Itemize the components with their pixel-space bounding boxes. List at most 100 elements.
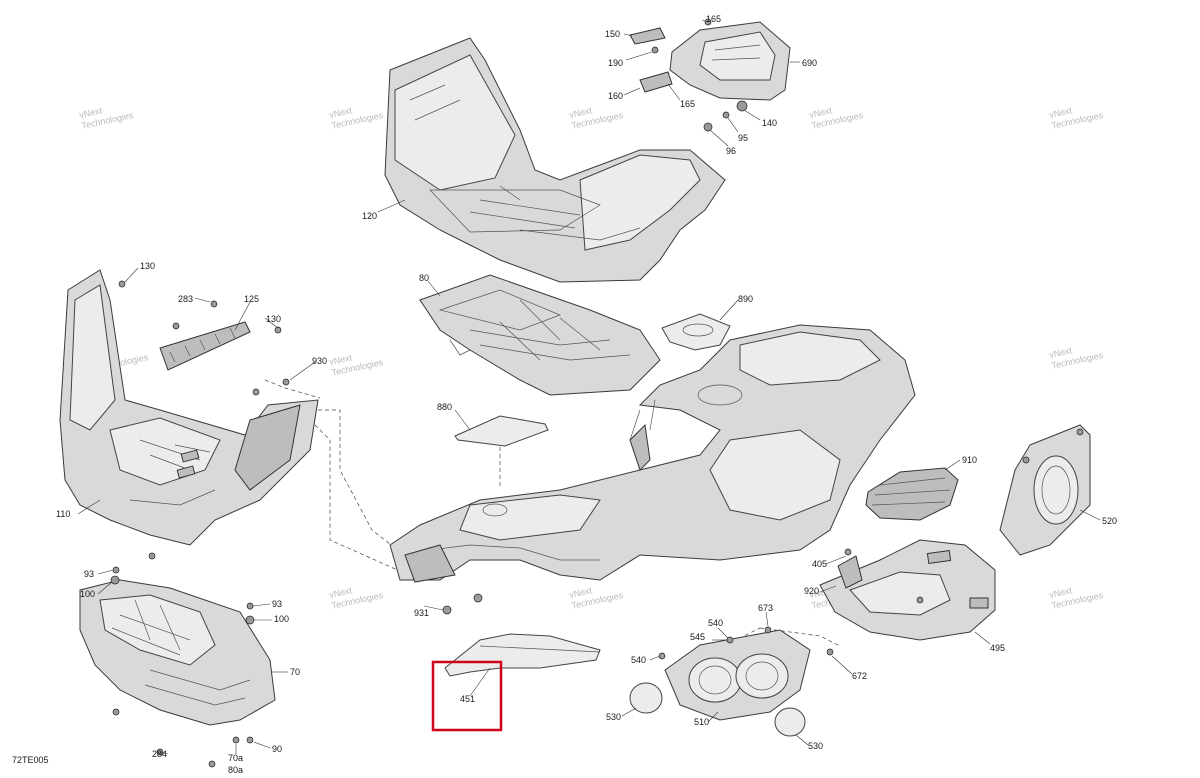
- callout-150: 150: [605, 29, 620, 39]
- callout-165: 165: [680, 99, 695, 109]
- part-70-floorboard: [79, 552, 276, 768]
- callout-690: 690: [802, 58, 817, 68]
- callout-165: 165: [706, 14, 721, 24]
- callout-545: 545: [690, 632, 705, 642]
- part-fender-main-body: [389, 324, 916, 583]
- screw-540: [658, 652, 666, 660]
- part-110-front-body: [59, 269, 319, 546]
- callout-80a: 80a: [228, 765, 243, 775]
- screw-90: [246, 736, 254, 744]
- callout-96: 96: [726, 146, 736, 156]
- screw-283: [210, 300, 218, 308]
- callout-931: 931: [414, 608, 429, 618]
- callout-540: 540: [708, 618, 723, 628]
- callout-451: 451: [460, 694, 475, 704]
- callout-labels: 165 150 690 190 160 165 140 95 96 120 80…: [56, 14, 1117, 775]
- part-530-lens-left: [629, 682, 663, 714]
- screw-284: [208, 760, 216, 768]
- part-120-rear-body: [384, 37, 726, 283]
- watermark-text: vNext: [328, 585, 353, 600]
- screw-190: [651, 46, 659, 54]
- screw-673: [764, 626, 772, 634]
- callout-930: 930: [312, 356, 327, 366]
- callout-890: 890: [738, 294, 753, 304]
- watermark-text: vNext: [568, 105, 593, 120]
- watermark-text: vNext: [328, 105, 353, 120]
- clip-930: [252, 388, 260, 396]
- part-80-support-frame: [419, 274, 661, 396]
- part-520-side-panel: [999, 424, 1091, 556]
- part-125-tread-strip: [159, 321, 251, 371]
- callout-190: 190: [608, 58, 623, 68]
- watermark-text: vNext: [808, 105, 833, 120]
- washer-140: [736, 100, 748, 112]
- callout-530: 530: [808, 741, 823, 751]
- fastener-520: [1022, 456, 1030, 464]
- fastener-931: [473, 593, 483, 603]
- part-451-trim-piece: [442, 593, 601, 677]
- watermark-text: vNext: [78, 105, 103, 120]
- callout-530: 530: [606, 712, 621, 722]
- part-530-lens-right: [774, 707, 806, 737]
- callout-405: 405: [812, 559, 827, 569]
- fastener-520: [1076, 428, 1084, 436]
- screw-70a: [232, 736, 240, 744]
- part-510-headlight-frame: [658, 626, 834, 721]
- bushing-95: [722, 111, 730, 119]
- callout-90: 90: [272, 744, 282, 754]
- callout-140: 140: [762, 118, 777, 128]
- callout-880: 880: [437, 402, 452, 412]
- callout-80: 80: [419, 273, 429, 283]
- highlight-box-451: [431, 660, 503, 732]
- watermark-text: vNext: [1048, 585, 1073, 600]
- callout-160: 160: [608, 91, 623, 101]
- fastener-495: [916, 596, 924, 604]
- watermark-text: vNext: [1048, 345, 1073, 360]
- callout-130: 130: [140, 261, 155, 271]
- callout-495: 495: [990, 643, 1005, 653]
- callout-93: 93: [84, 569, 94, 579]
- part-910-mesh-pad: [865, 467, 959, 521]
- part-495-bottom-panel: [819, 539, 996, 641]
- part-890-cover-plate: [661, 313, 731, 351]
- screw-130: [118, 280, 126, 288]
- washer-100: [110, 575, 120, 585]
- callout-110: 110: [56, 509, 70, 519]
- callout-540: 540: [631, 655, 646, 665]
- screw-70: [112, 708, 120, 716]
- washer-93: [246, 602, 254, 610]
- watermark-text: vNext: [1048, 105, 1073, 120]
- watermark-text: vNext: [568, 585, 593, 600]
- screw-130: [274, 326, 282, 334]
- callout-100: 100: [80, 589, 95, 599]
- clip-672: [826, 648, 834, 656]
- callout-283: 283: [178, 294, 193, 304]
- callout-130: 130: [266, 314, 281, 324]
- callout-910: 910: [962, 455, 977, 465]
- callout-672: 672: [852, 671, 867, 681]
- callout-70a: 70a: [228, 753, 243, 763]
- fastener-405: [844, 548, 852, 556]
- callout-673: 673: [758, 603, 773, 613]
- part-690-bracket-assembly: [629, 18, 791, 132]
- callout-70: 70: [290, 667, 300, 677]
- washer-93: [148, 552, 156, 560]
- watermark-text: vNext: [328, 352, 353, 367]
- clip-930: [282, 378, 290, 386]
- diagram-code: 72TE005: [12, 755, 49, 765]
- fastener-931: [442, 605, 452, 615]
- nut-96: [703, 122, 713, 132]
- callout-100: 100: [274, 614, 289, 624]
- washer-100: [245, 615, 255, 625]
- callout-920: 920: [804, 586, 819, 596]
- part-880-thin-panel: [454, 415, 549, 447]
- callout-93: 93: [272, 599, 282, 609]
- callout-284: 284: [152, 749, 167, 759]
- screw-283: [172, 322, 180, 330]
- callout-95: 95: [738, 133, 748, 143]
- callout-510: 510: [694, 717, 709, 727]
- callout-125: 125: [244, 294, 259, 304]
- callout-120: 120: [362, 211, 377, 221]
